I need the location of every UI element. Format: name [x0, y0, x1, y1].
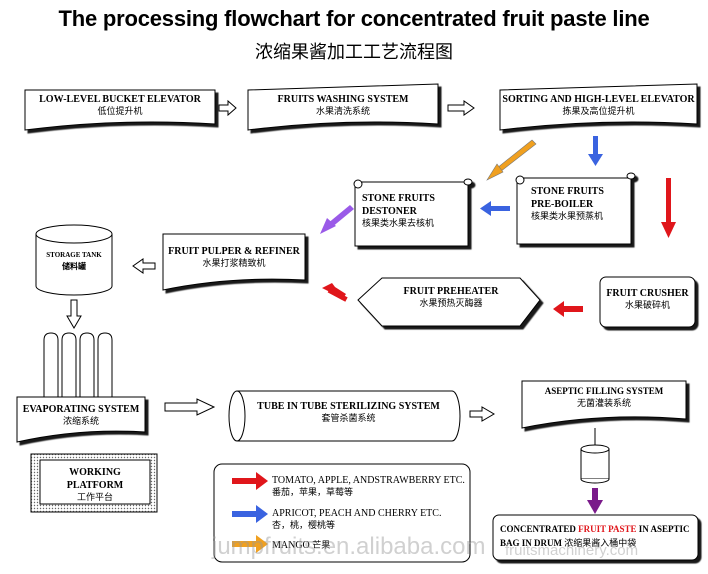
- platform-inner: [39, 459, 151, 505]
- washing-label: FRUITS WASHING SYSTEM 水果清洗系统: [248, 93, 438, 119]
- orange-arrow: [486, 139, 537, 181]
- preboiler-scroll: [515, 172, 636, 245]
- watermark-main: jumpfruits.en.alibaba.com: [212, 533, 486, 560]
- crusher-box: [599, 276, 696, 328]
- pulper-box: [162, 233, 306, 291]
- legend-orange-zh: 芒果: [312, 541, 331, 551]
- bucket-elevator-label: LOW-LEVEL BUCKET ELEVATOR 低位提升机: [25, 93, 215, 119]
- destoner-label: STONE FRUITS DESTONER 核果类水果去核机: [362, 192, 472, 231]
- platform-zh: 工作平台: [76, 493, 113, 503]
- sterilizing-label: TUBE IN TUBE STERILIZING SYSTEM 套管杀菌系统: [245, 400, 452, 426]
- bucket-elevator-box: [24, 89, 216, 131]
- final-box: [492, 514, 699, 561]
- bucket-elevator-en: LOW-LEVEL BUCKET ELEVATOR: [39, 94, 201, 105]
- final-line-2: BAG IN DRUM 浓缩果酱入桶中袋: [500, 536, 696, 551]
- final-line-1: CONCENTRATED FRUIT PASTE IN ASEPTIC: [500, 522, 696, 536]
- title-en: The processing flowchart for concentrate…: [58, 6, 650, 31]
- washing-zh: 水果清洗系统: [315, 107, 370, 117]
- preheater-zh: 水果预热灭酶器: [419, 299, 483, 309]
- pulper-zh: 水果打浆精致机: [202, 259, 266, 269]
- preheater-en: FRUIT PREHEATER: [403, 286, 499, 297]
- legend-red-en: TOMATO, APPLE, ANDSTRAWBERRY ETC.: [272, 475, 465, 486]
- final-en-a: CONCENTRATED: [500, 524, 576, 534]
- arrow-hollow-6: [469, 406, 495, 422]
- platform-label: WORKING PLATFORM 工作平台: [40, 466, 150, 505]
- sterilizer-cylinder: [228, 390, 461, 442]
- evaporator-columns: [43, 332, 113, 401]
- storage-tank-cylinder: [35, 224, 113, 296]
- final-zh: 浓缩果酱入桶中袋: [564, 539, 637, 549]
- storage-label: STORAGE TANK 储料罐: [36, 250, 112, 272]
- pulper-en: FRUIT PULPER & REFINER: [168, 246, 300, 257]
- arrow-hollow-2: [447, 100, 475, 116]
- preboiler-zh: 核果类水果预蒸机: [531, 212, 604, 222]
- preheater-label: FRUIT PREHEATER 水果预热灭酶器: [382, 285, 520, 311]
- washing-en: FRUITS WASHING SYSTEM: [277, 94, 409, 105]
- arrow-hollow-4: [66, 299, 82, 329]
- legend-item-blue: APRICOT, PEACH AND CHERRY ETC. 杏，桃，樱桃等: [272, 507, 467, 533]
- evaporating-zh: 浓缩系统: [62, 417, 99, 427]
- sorting-box: [499, 83, 698, 131]
- legend-orange-arrow: [232, 535, 268, 553]
- aseptic-zh: 无菌灌装系统: [576, 399, 631, 409]
- destoner-zh: 核果类水果去核机: [362, 219, 435, 229]
- crusher-zh: 水果破碎机: [624, 301, 670, 311]
- title-zh: 浓缩果酱加工工艺流程图: [255, 42, 453, 63]
- legend-blue-arrow: [232, 505, 268, 523]
- bucket-elevator-zh: 低位提升机: [97, 107, 143, 117]
- aseptic-box: [521, 380, 687, 429]
- storage-en: STORAGE TANK: [46, 251, 102, 259]
- final-en-b: FRUIT PASTE: [578, 524, 637, 534]
- aseptic-en: ASEPTIC FILLING SYSTEM: [544, 386, 664, 396]
- legend-blue-zh: 杏，桃，樱桃等: [272, 521, 336, 531]
- crusher-en: FRUIT CRUSHER: [606, 288, 689, 299]
- red-down-arrow: [661, 178, 676, 238]
- sterilizing-en: TUBE IN TUBE STERILIZING SYSTEM: [257, 401, 440, 412]
- final-en-c: IN ASEPTIC: [638, 524, 690, 534]
- destoner-en2: DESTONER: [362, 206, 417, 217]
- purple-down-arrow: [587, 488, 603, 514]
- sorting-en: SORTING AND HIGH-LEVEL ELEVATOR: [502, 94, 695, 105]
- red-left-arrow-1: [322, 283, 348, 302]
- platform-en: WORKING PLATFORM: [66, 467, 124, 491]
- sterilizing-zh: 套管杀菌系统: [321, 414, 376, 424]
- watermark-secondary: fruitsmachinery.com: [505, 542, 639, 559]
- sorting-zh: 拣果及高位提升机: [562, 107, 635, 117]
- red-left-arrow-2: [553, 301, 583, 317]
- aseptic-drum-icon: [580, 444, 610, 484]
- crusher-label: FRUIT CRUSHER 水果破碎机: [600, 287, 695, 313]
- legend-box: [213, 463, 471, 563]
- washing-box: [247, 83, 439, 131]
- legend-orange-en: MANGO: [272, 540, 310, 551]
- arrow-hollow-1: [218, 99, 237, 117]
- pulper-label: FRUIT PULPER & REFINER 水果打浆精致机: [163, 245, 305, 271]
- evaporating-label: EVAPORATING SYSTEM 浓缩系统: [17, 403, 145, 429]
- aseptic-label: ASEPTIC FILLING SYSTEM 无菌灌装系统: [522, 385, 686, 411]
- destoner-scroll: [353, 178, 473, 247]
- legend-red-arrow: [232, 472, 268, 490]
- evaporating-box: [16, 396, 146, 443]
- legend-item-orange: MANGO 芒果: [272, 539, 467, 553]
- blue-down-arrow: [588, 136, 603, 166]
- blue-left-arrow: [480, 201, 510, 216]
- final-en-d: BAG IN DRUM: [500, 538, 562, 548]
- evaporating-en: EVAPORATING SYSTEM: [22, 404, 140, 415]
- destoner-en1: STONE FRUITS: [362, 193, 435, 204]
- preboiler-en1: STONE FRUITS: [531, 186, 604, 197]
- legend-item-red: TOMATO, APPLE, ANDSTRAWBERRY ETC. 番茄，苹果，…: [272, 474, 467, 500]
- preboiler-label: STONE FRUITS PRE-BOILER 核果类水果预蒸机: [531, 185, 641, 224]
- legend-blue-en: APRICOT, PEACH AND CHERRY ETC.: [272, 508, 442, 519]
- storage-zh: 储料罐: [62, 262, 86, 271]
- arrow-hollow-3: [132, 258, 156, 274]
- preheater-hexagon: [357, 277, 541, 327]
- preboiler-en2: PRE-BOILER: [531, 199, 594, 210]
- violet-arrow: [320, 205, 354, 234]
- legend-red-zh: 番茄，苹果，草莓等: [272, 488, 354, 498]
- sorting-label: SORTING AND HIGH-LEVEL ELEVATOR 拣果及高位提升机: [500, 93, 697, 119]
- final-label: CONCENTRATED FRUIT PASTE IN ASEPTIC BAG …: [500, 522, 696, 551]
- arrow-hollow-5: [164, 398, 216, 416]
